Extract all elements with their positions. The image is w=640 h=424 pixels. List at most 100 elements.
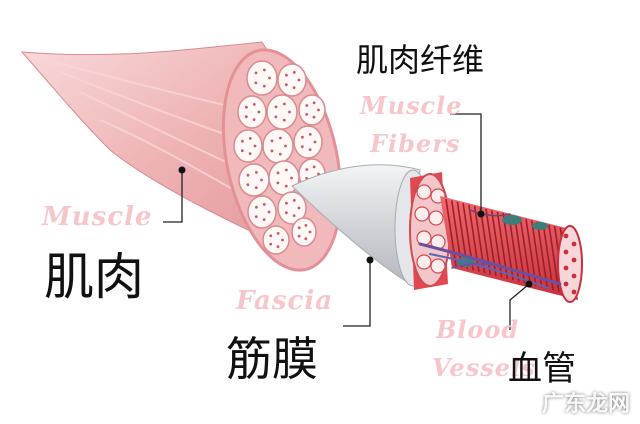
fascicle-dot — [255, 171, 258, 174]
fascicle — [268, 160, 300, 196]
fascicle-dot — [276, 245, 280, 249]
fascicle-dot — [268, 76, 271, 80]
leader-lines — [163, 113, 529, 330]
fascicle-dot — [252, 118, 256, 121]
fascicle-dot — [305, 113, 309, 116]
fascicle — [277, 63, 307, 97]
fascicle-dot — [278, 152, 282, 156]
fascicle-dot — [301, 135, 304, 139]
fascicle-dot — [290, 176, 293, 180]
fascicle-dot — [308, 230, 312, 234]
fascicle-dot — [313, 140, 317, 144]
fascicle-dot — [241, 139, 244, 143]
blood-vessels-label-en-line2: Vessels — [432, 353, 536, 382]
muscle-fiber-end — [557, 225, 583, 303]
fiber-nucleus — [502, 215, 522, 225]
fascicle — [293, 125, 323, 159]
fiber-striation — [445, 198, 457, 267]
fascicle-dot — [248, 137, 252, 140]
fascicle-dot — [292, 71, 296, 74]
fascicle-dot — [308, 148, 312, 152]
fascicle-dot — [282, 118, 286, 122]
fascicle-dot — [308, 133, 312, 136]
fascicle-dot — [284, 184, 288, 188]
leader-muscle — [163, 172, 183, 223]
fascicle-dot — [284, 83, 288, 87]
fascicle-dot — [254, 215, 258, 219]
fiber-striation — [536, 221, 549, 290]
fascicle-dot — [304, 237, 308, 241]
fascicle-dot — [304, 224, 308, 227]
fascicle-dot — [274, 105, 278, 109]
fascicle-dot — [263, 68, 266, 72]
fascicle — [291, 217, 317, 247]
fascicle-dot — [300, 145, 304, 149]
leader-fascia — [343, 262, 371, 327]
fascicle-dot — [269, 242, 273, 246]
fascicle — [233, 129, 263, 163]
fascicle-dot — [288, 110, 291, 114]
fascicle-dot — [285, 201, 288, 205]
fascicle-dot — [260, 178, 263, 182]
fiber-end-dot — [571, 273, 577, 279]
muscle-fibers-label-en-line2: Fibers — [370, 129, 461, 158]
fascicle-dot — [305, 168, 309, 171]
fiber-end-dot — [563, 281, 569, 287]
fiber-end-dot — [571, 257, 577, 263]
fascicle-dot — [267, 210, 271, 214]
fascicle-dot — [270, 149, 274, 153]
fascicle-dot — [254, 186, 258, 190]
bundle-cell — [416, 254, 432, 270]
fascicle — [246, 60, 278, 96]
fascicle-dot — [257, 110, 261, 114]
fascicle-dot — [244, 115, 248, 119]
fascicle-dot — [276, 181, 280, 185]
fascicle-dot — [292, 214, 296, 218]
fascicle-dot — [269, 234, 273, 238]
fascia-label-zh: 筋膜 — [226, 332, 318, 386]
fascicle-dot — [270, 139, 274, 143]
muscle-label-zh: 肌肉 — [44, 248, 144, 306]
fascicle-dot — [276, 232, 280, 235]
fascicle-dot — [312, 115, 316, 119]
bundle-cell — [416, 184, 432, 200]
muscle-fiber-end-dots — [563, 233, 577, 295]
bundle-cell — [414, 206, 430, 222]
fascicle-dot — [252, 103, 256, 106]
blood-vessels-label-zh: 血管 — [508, 349, 576, 389]
fascicle-dot — [245, 105, 248, 109]
fascicle-dot — [254, 81, 258, 85]
fiber-end-dot — [571, 241, 577, 247]
fascicle — [237, 95, 267, 129]
blood-vessels — [418, 209, 562, 289]
fascicle-dot — [281, 238, 284, 242]
fiber-end-dot — [563, 249, 569, 255]
blood-vessels-label-en-line1: Blood — [436, 315, 520, 344]
fascicle-dot — [248, 152, 252, 156]
fascicle-dot — [297, 234, 301, 238]
fascicle-dot — [246, 173, 250, 177]
fascicle — [298, 94, 326, 126]
fiber-striation — [548, 224, 560, 292]
fascicle-dot — [305, 104, 309, 107]
fascicle-dot — [255, 205, 258, 209]
fascicle-dot — [297, 206, 301, 210]
fascicle — [262, 225, 290, 255]
fascicle-dot — [246, 183, 250, 187]
fascicle-dot — [312, 101, 316, 105]
leader-dots — [178, 166, 533, 288]
fascicle — [238, 163, 270, 197]
fascicle-dot — [276, 171, 280, 175]
fascicle-dot — [285, 168, 288, 172]
fascicle-dot — [292, 86, 296, 89]
fascicle-dot — [292, 199, 296, 202]
fascicle-dot — [262, 218, 266, 222]
fascia-label-en: Fascia — [236, 286, 334, 316]
fascicle — [277, 191, 307, 225]
fascicle-dot — [284, 144, 287, 148]
fiber-striation — [530, 220, 543, 288]
fascicle-dot — [312, 165, 316, 169]
muscle-fascicles — [233, 60, 326, 255]
